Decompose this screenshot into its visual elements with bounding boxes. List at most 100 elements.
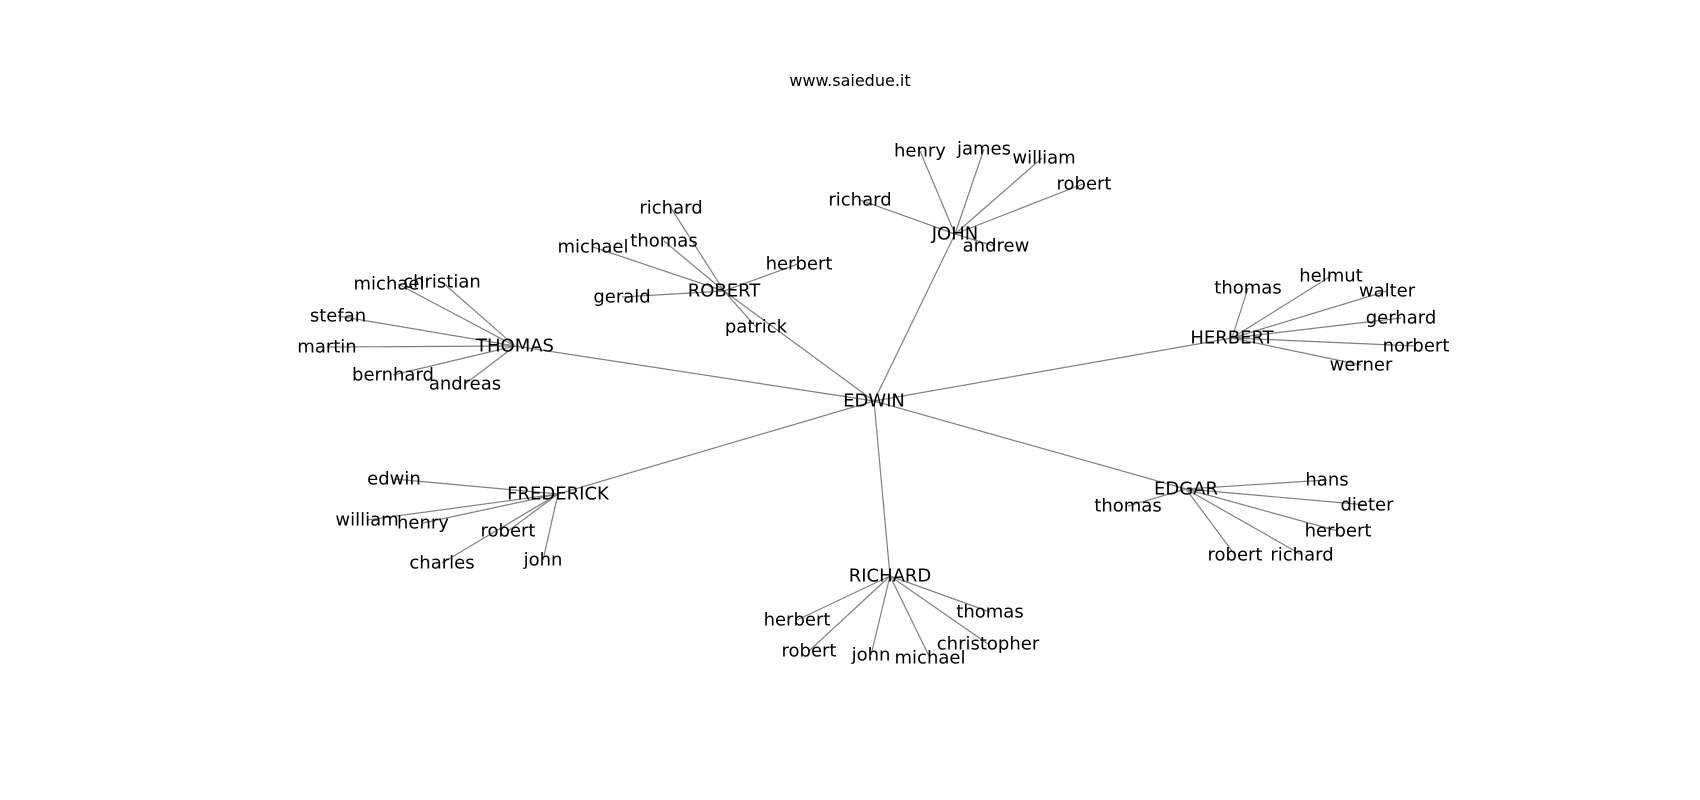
edge-thomas-michael <box>397 283 516 347</box>
edge-thomas-bernhard <box>392 345 516 376</box>
node-leaf-richard-michael: michael <box>895 648 966 669</box>
edge-frederick-henry <box>422 493 559 524</box>
site-title: www.saiedue.it <box>789 71 911 90</box>
edge-center-herbert <box>873 337 1233 402</box>
node-hub-thomas: THOMAS <box>475 336 554 357</box>
node-leaf-john-henry: henry <box>894 141 946 162</box>
node-leaf-richard-thomas: thomas <box>956 602 1023 623</box>
node-hub-herbert: HERBERT <box>1190 328 1274 349</box>
node-leaf-edgar-thomas: thomas <box>1094 496 1161 517</box>
node-leaf-edgar-herbert: herbert <box>1305 521 1372 542</box>
edge-thomas-martin <box>326 345 516 348</box>
node-leaf-frederick-edwin: edwin <box>367 469 421 490</box>
edge-edgar-richard <box>1185 488 1303 556</box>
edge-thomas-stefan <box>337 315 516 347</box>
edge-herbert-helmut <box>1231 275 1332 339</box>
edge-edgar-hans <box>1185 479 1328 490</box>
node-leaf-robert-herbert: herbert <box>766 254 833 275</box>
node-leaf-edgar-hans: hans <box>1305 470 1348 491</box>
edge-robert-patrick <box>723 290 757 328</box>
edge-herbert-werner <box>1231 337 1362 366</box>
edge-herbert-norbert <box>1231 337 1417 347</box>
node-leaf-john-richard: richard <box>828 190 891 211</box>
edge-center-robert <box>723 290 875 402</box>
node-leaf-thomas-michael: michael <box>354 274 425 295</box>
node-leaf-john-william: william <box>1012 148 1075 169</box>
node-leaf-thomas-bernhard: bernhard <box>352 365 434 386</box>
node-leaf-richard-christopher: christopher <box>937 634 1040 655</box>
edge-frederick-robert <box>507 493 559 532</box>
node-leaf-robert-gerald: gerald <box>593 287 650 308</box>
node-leaf-herbert-walter: walter <box>1359 281 1416 302</box>
edge-frederick-william <box>366 493 559 521</box>
node-leaf-thomas-andreas: andreas <box>429 374 501 395</box>
node-leaf-thomas-christian: christian <box>403 272 481 293</box>
edge-edgar-thomas <box>1127 488 1187 507</box>
edge-john-henry <box>919 150 956 235</box>
edge-thomas-andreas <box>464 345 516 385</box>
node-leaf-thomas-martin: martin <box>297 337 356 358</box>
edge-richard-thomas <box>889 575 991 613</box>
edges-layer <box>326 148 1417 659</box>
node-leaf-frederick-charles: charles <box>409 553 474 574</box>
node-leaf-thomas-stefan: stefan <box>310 306 366 327</box>
node-leaf-herbert-gerhard: gerhard <box>1366 308 1437 329</box>
edge-robert-richard <box>670 207 725 292</box>
edge-john-james <box>954 148 985 235</box>
node-leaf-edgar-dieter: dieter <box>1340 495 1394 516</box>
edge-center-edgar <box>873 400 1187 490</box>
node-hub-robert: ROBERT <box>688 281 762 302</box>
node-leaf-frederick-william: william <box>335 510 398 531</box>
edge-frederick-john <box>542 493 559 561</box>
node-leaf-robert-michael: michael <box>558 237 629 258</box>
edge-john-andrew <box>954 233 995 247</box>
node-hub-john: JOHN <box>931 224 978 245</box>
edge-john-richard <box>859 199 956 235</box>
edge-richard-robert <box>808 575 891 652</box>
edge-john-william <box>954 157 1043 235</box>
edge-robert-gerald <box>621 290 725 298</box>
node-leaf-herbert-helmut: helmut <box>1299 266 1362 287</box>
edge-john-robert <box>954 183 1084 235</box>
edge-edgar-herbert <box>1185 488 1339 532</box>
node-center-edwin: EDWIN <box>843 391 905 412</box>
node-leaf-herbert-thomas: thomas <box>1214 278 1281 299</box>
edge-center-richard <box>873 400 891 577</box>
node-leaf-robert-patrick: patrick <box>725 317 788 338</box>
node-leaf-john-robert: robert <box>1057 174 1112 195</box>
edge-richard-herbert <box>796 575 891 621</box>
edge-herbert-walter <box>1231 290 1388 339</box>
node-leaf-frederick-robert: robert <box>481 521 536 542</box>
node-leaf-herbert-werner: werner <box>1330 355 1393 376</box>
node-hub-frederick: FREDERICK <box>507 484 610 505</box>
node-leaf-richard-herbert: herbert <box>764 610 831 631</box>
edge-edgar-robert <box>1185 488 1236 556</box>
node-leaf-john-james: james <box>956 139 1011 160</box>
edge-center-thomas <box>514 345 875 402</box>
edge-thomas-christian <box>441 281 516 347</box>
node-leaf-edgar-richard: richard <box>1270 545 1333 566</box>
node-hub-richard: RICHARD <box>849 566 932 587</box>
edge-herbert-thomas <box>1231 287 1249 339</box>
edge-richard-michael <box>889 575 931 659</box>
node-leaf-frederick-john: john <box>523 550 563 571</box>
node-leaf-herbert-norbert: norbert <box>1383 336 1450 357</box>
edge-frederick-edwin <box>393 478 559 495</box>
edge-center-frederick <box>557 400 875 495</box>
edge-robert-herbert <box>723 263 799 292</box>
node-leaf-robert-thomas: thomas <box>630 231 697 252</box>
node-hub-edgar: EDGAR <box>1154 479 1218 500</box>
edge-frederick-charles <box>441 493 559 564</box>
node-leaf-john-andrew: andrew <box>963 236 1030 257</box>
edge-robert-michael <box>592 246 725 292</box>
edge-robert-thomas <box>663 240 725 292</box>
edge-edgar-dieter <box>1185 488 1368 506</box>
edge-herbert-gerhard <box>1231 317 1402 339</box>
node-leaf-richard-john: john <box>851 645 891 666</box>
edge-center-john <box>873 233 956 402</box>
edge-richard-christopher <box>889 575 989 645</box>
edge-richard-john <box>870 575 891 656</box>
node-leaf-edgar-robert: robert <box>1208 545 1263 566</box>
